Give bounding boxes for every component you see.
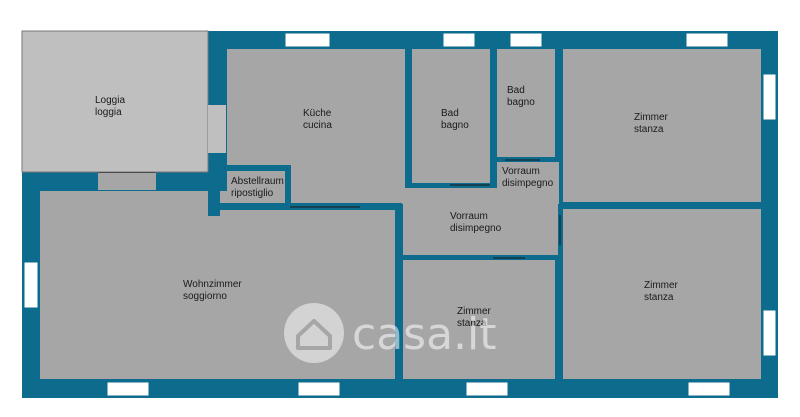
label-room-bottom-right-de: Zimmer [644, 280, 679, 291]
loggia-door-opening [98, 173, 156, 190]
window-right-top [762, 73, 777, 121]
window-bottom-3 [465, 381, 509, 397]
window-right-bottom [762, 309, 777, 357]
window-bottom-1 [106, 381, 150, 397]
hall-main-floor [403, 188, 558, 255]
label-bath2-it: bagno [507, 97, 535, 108]
windows [23, 32, 777, 397]
label-room-bottom-center-de: Zimmer [457, 306, 492, 317]
storage-wall-right [285, 165, 291, 205]
watermark-text: casa.it [352, 309, 497, 360]
label-kitchen-de: Küche [303, 108, 332, 119]
label-room-bottom-right-it: stanza [644, 292, 674, 303]
label-bath1-de: Bad [441, 108, 459, 119]
house-icon [284, 303, 344, 363]
window-bottom-2 [297, 381, 341, 397]
loggia-opening [208, 105, 226, 153]
label-room-top-right-de: Zimmer [634, 112, 669, 123]
label-hall-small-de: Vorraum [502, 166, 540, 177]
storage-wall-top [220, 165, 291, 171]
window-living-left [23, 261, 39, 309]
label-kitchen-it: cucina [303, 120, 332, 131]
window-room-top [685, 32, 729, 48]
label-hall-small-it: disimpegno [502, 178, 554, 189]
label-storage-de: Abstellraum [231, 176, 284, 187]
loggia-border [21, 30, 209, 173]
room-top-right-floor [563, 49, 761, 202]
room-bottom-center-floor [403, 260, 555, 379]
window-bottom-4 [687, 381, 731, 397]
label-living-de: Wohnzimmer [183, 279, 242, 290]
label-bath1-it: bagno [441, 120, 469, 131]
label-hall-main-de: Vorraum [450, 211, 488, 222]
room-bottom-right-floor [563, 209, 761, 379]
window-bath2-top [509, 32, 543, 48]
window-kitchen-top [284, 32, 331, 48]
window-bath1-top [442, 32, 476, 48]
bath-1-floor [412, 49, 490, 183]
label-bath2-de: Bad [507, 85, 525, 96]
label-loggia-it: loggia [95, 107, 122, 118]
wall-living-left-notch [208, 172, 220, 216]
bath-2-floor [497, 49, 555, 157]
label-room-bottom-center-it: stanza [457, 318, 487, 329]
living-floor-upper [40, 191, 220, 216]
label-hall-main-it: disimpegno [450, 223, 502, 234]
watermark: casa.it [284, 303, 497, 363]
label-room-top-right-it: stanza [634, 124, 664, 135]
label-living-it: soggiorno [183, 291, 227, 302]
label-storage-it: ripostiglio [231, 188, 274, 199]
loggia-area [22, 31, 208, 172]
label-loggia-de: Loggia [95, 95, 125, 106]
house-icon-shape [296, 319, 332, 350]
